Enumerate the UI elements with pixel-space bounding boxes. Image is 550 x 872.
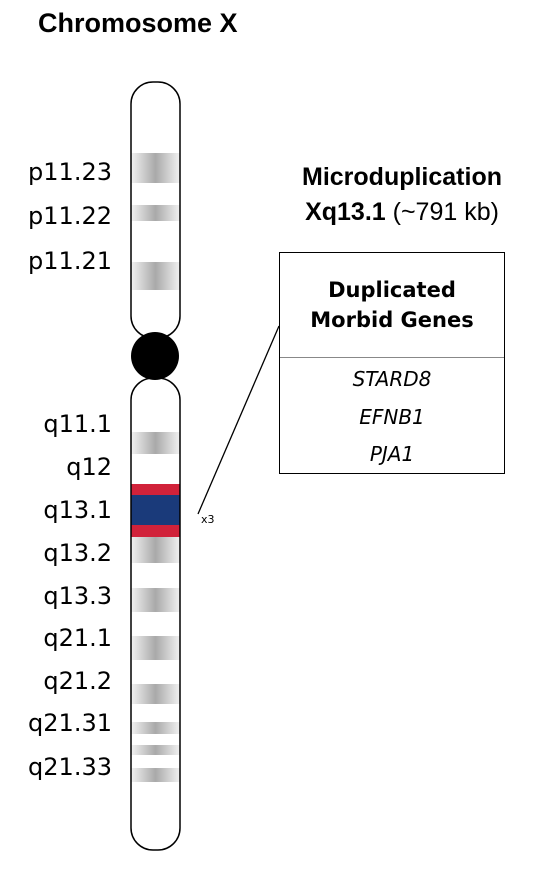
duplication-title-line1: Microduplication <box>262 161 542 193</box>
band-label-q13.3: q13.3 <box>43 582 112 610</box>
genes-header-line2: Morbid Genes <box>310 308 474 332</box>
connector-line <box>197 325 280 515</box>
band-q13.1-dup-top <box>131 484 180 495</box>
band-p11.23 <box>131 153 180 183</box>
q-arm-bands <box>131 378 180 850</box>
gene-item: STARD8 <box>352 367 432 391</box>
band-label-p11.21: p11.21 <box>28 247 112 275</box>
duplication-size: (~791 kb) <box>385 198 499 226</box>
band-label-q13.1: q13.1 <box>43 496 112 524</box>
genes-header-line1: Duplicated <box>328 278 456 302</box>
band-q11.1 <box>131 432 180 454</box>
band-p11.22 <box>131 205 180 221</box>
duplication-locus: Xq13.1 <box>305 198 386 226</box>
copy-number-label: x3 <box>201 513 215 526</box>
duplicated-genes-table: Duplicated Morbid Genes STARD8 EFNB1 PJA… <box>279 252 505 474</box>
band-label-p11.23: p11.23 <box>28 158 112 186</box>
band-q21.33 <box>131 768 180 782</box>
band-q21.2 <box>131 684 180 704</box>
band-label-p11.22: p11.22 <box>28 202 112 230</box>
centromere <box>131 332 179 380</box>
duplication-title-line2: Xq13.1 (~791 kb) <box>262 196 542 228</box>
band-q21.32 <box>131 745 180 755</box>
band-label-q21.31: q21.31 <box>28 709 112 737</box>
band-q13.3 <box>131 588 180 612</box>
band-q13.1-dup <box>131 495 180 525</box>
duplication-title: Microduplication <box>302 163 502 191</box>
band-label-q12: q12 <box>66 453 112 481</box>
band-q13.1-dup-bottom <box>131 525 180 537</box>
band-label-q21.33: q21.33 <box>28 753 112 781</box>
band-q13.2 <box>131 537 180 563</box>
p-arm-bands <box>131 82 180 338</box>
band-label-q21.1: q21.1 <box>43 624 112 652</box>
band-p11.21 <box>131 262 180 290</box>
chromosome-title: Chromosome X <box>38 8 238 38</box>
band-q21.1 <box>131 636 180 660</box>
band-label-q21.2: q21.2 <box>43 667 112 695</box>
band-q21.31 <box>131 722 180 734</box>
genes-table-header: Duplicated Morbid Genes <box>280 253 504 358</box>
gene-item: PJA1 <box>369 442 415 466</box>
band-label-q11.1: q11.1 <box>43 410 112 438</box>
band-label-q13.2: q13.2 <box>43 539 112 567</box>
gene-item: EFNB1 <box>359 405 425 429</box>
